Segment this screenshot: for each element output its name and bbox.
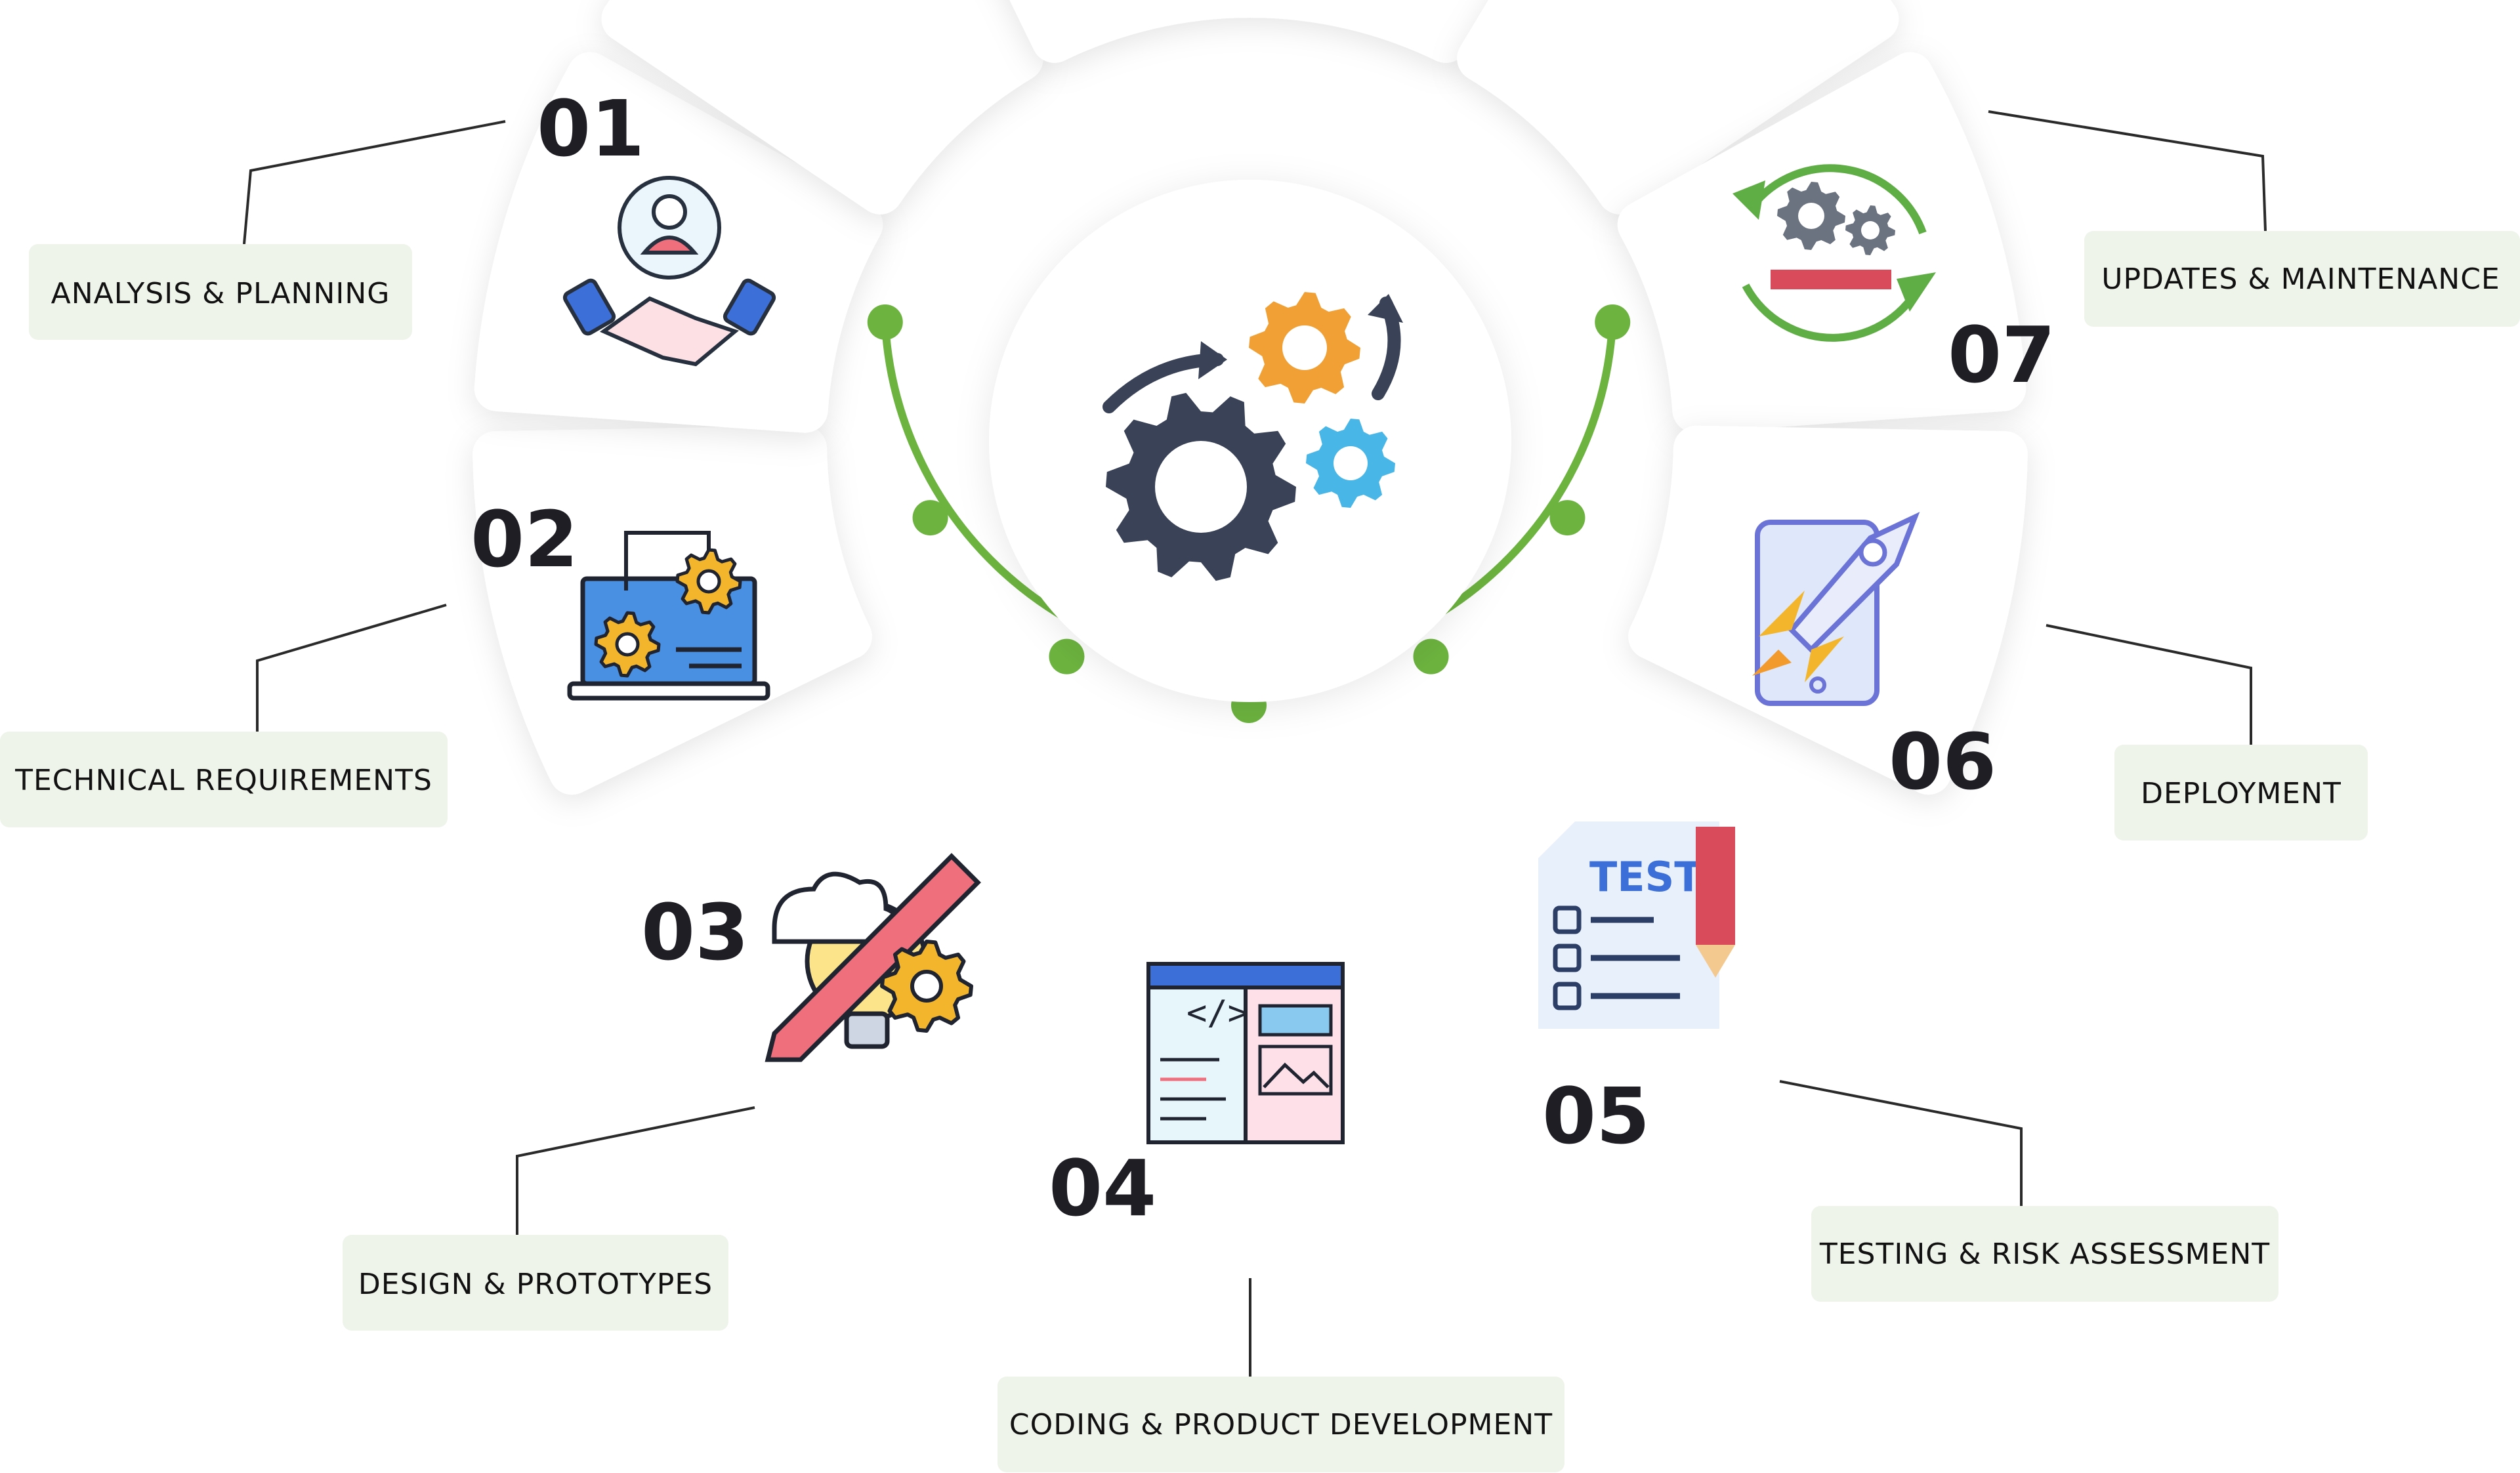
laptop-gears-icon [567,531,770,701]
step-number-02: 02 [471,494,578,585]
label-box-06: DEPLOYMENT [2114,745,2368,840]
svg-text:</>: </> [1186,993,1248,1033]
arc-dot [1595,304,1631,340]
arc-dot [1049,638,1085,674]
lightbulb-pencil-icon [765,853,981,1062]
step-label-05: TESTING & RISK ASSESSMENT [1819,1237,2270,1271]
arc-dot [867,304,903,340]
svg-text:TEST: TEST [1589,853,1702,901]
connector-01 [243,120,506,245]
connector-07 [1988,110,2267,232]
step-number-07: 07 [1948,310,2055,400]
step-label-02: TECHNICAL REQUIREMENTS [14,764,432,797]
arc-dot [912,500,948,536]
step-number-03: 03 [641,887,749,978]
ring-segment-04 [1009,0,1491,63]
label-box-07: UPDATES & MAINTENANCE [2084,231,2520,327]
ring-segment-06 [1617,52,2026,433]
step-number-05: 05 [1542,1071,1650,1161]
connectors [243,110,2267,1377]
connector-05 [1779,1080,2023,1206]
label-box-05: TESTING & RISK ASSESSMENT [1811,1206,2278,1302]
segment-numbers: 01 02 03 04 05 06 07 [471,83,2055,1234]
label-box-01: ANALYSIS & PLANNING [29,244,412,340]
step-label-07: UPDATES & MAINTENANCE [2101,262,2500,296]
label-box-02: TECHNICAL REQUIREMENTS [0,732,448,827]
ring-segment-03 [601,0,1043,215]
connector-02 [256,604,447,732]
handshake-icon [562,176,776,367]
label-box-04: CODING & PRODUCT DEVELOPMENT [998,1377,1564,1472]
step-number-04: 04 [1049,1143,1156,1234]
ring-segment-05 [1457,0,1899,215]
rocket-phone-icon [1752,512,1920,706]
center-gears-icon [1102,292,1403,581]
test-checklist-icon: TEST [1538,821,1735,1029]
step-number-06: 06 [1889,716,1996,807]
step-label-01: ANALYSIS & PLANNING [51,277,390,310]
code-window-icon: </> [1146,962,1345,1144]
label-box-03: DESIGN & PROTOTYPES [343,1235,728,1331]
arc-dot [1549,500,1586,536]
step-label-06: DEPLOYMENT [2141,777,2342,810]
step-number-01: 01 [537,83,644,174]
step-label-04: CODING & PRODUCT DEVELOPMENT [1009,1408,1553,1442]
step-label-03: DESIGN & PROTOTYPES [358,1268,713,1301]
connector-03 [516,1106,755,1235]
arc-dot [1413,638,1449,674]
step-labels: ANALYSIS & PLANNING TECHNICAL REQUIREMEN… [0,231,2520,1472]
gears-cycle-icon [1732,164,1936,342]
connector-06 [2046,624,2252,745]
